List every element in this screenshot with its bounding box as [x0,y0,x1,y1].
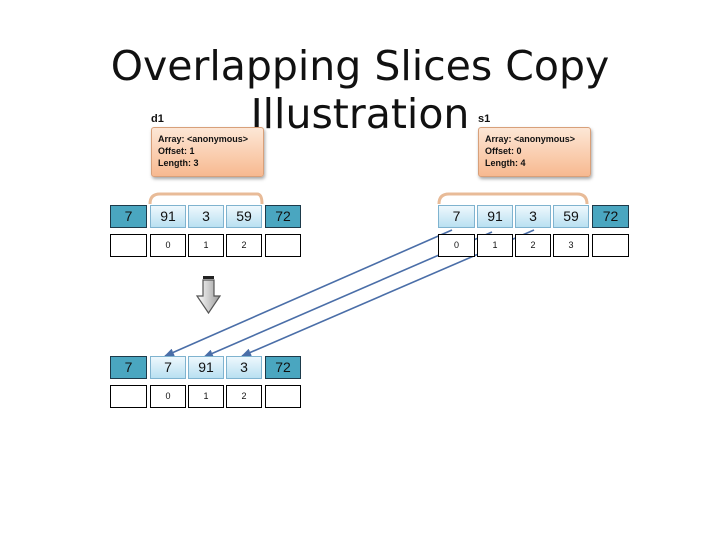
d1-index-0: 0 [150,234,186,257]
d1-cell-0: 7 [110,205,147,228]
result-cell-4: 72 [265,356,301,379]
s1-brace [437,192,589,205]
s1-cell-1: 91 [477,205,513,228]
d1-info-box: Array: <anonymous> Offset: 1 Length: 3 [151,127,264,177]
d1-index-2: 2 [226,234,262,257]
s1-info-box: Array: <anonymous> Offset: 0 Length: 4 [478,127,591,177]
d1-index-box [265,234,301,257]
result-index-2: 2 [226,385,262,408]
d1-cell-4: 72 [265,205,301,228]
s1-offset-text: Offset: 0 [485,146,522,156]
d1-cell-2: 3 [188,205,224,228]
s1-label: s1 [478,113,491,125]
d1-cell-3: 59 [226,205,262,228]
d1-brace [148,192,264,205]
result-index-1: 1 [188,385,224,408]
d1-cell-1: 91 [150,205,186,228]
result-index-box [110,385,147,408]
d1-index-box [110,234,147,257]
s1-cell-3: 59 [553,205,589,228]
result-index-0: 0 [150,385,186,408]
s1-index-box [592,234,629,257]
s1-cell-0: 7 [438,205,475,228]
s1-index-0: 0 [438,234,475,257]
s1-index-3: 3 [553,234,589,257]
down-arrow-icon [195,276,222,315]
d1-array-text: Array: <anonymous> [158,134,249,144]
result-cell-1: 7 [150,356,186,379]
s1-cell-4: 72 [592,205,629,228]
copy-arrow-0 [164,229,453,357]
result-cell-2: 91 [188,356,224,379]
d1-length-text: Length: 3 [158,158,199,168]
result-cell-3: 3 [226,356,262,379]
s1-cell-2: 3 [515,205,551,228]
d1-index-1: 1 [188,234,224,257]
s1-index-1: 1 [477,234,513,257]
d1-label: d1 [151,113,164,125]
result-index-box [265,385,301,408]
d1-offset-text: Offset: 1 [158,146,195,156]
s1-array-text: Array: <anonymous> [485,134,576,144]
s1-length-text: Length: 4 [485,158,526,168]
page-title: Overlapping Slices Copy Illustration [110,42,610,138]
s1-index-2: 2 [515,234,551,257]
result-cell-0: 7 [110,356,147,379]
